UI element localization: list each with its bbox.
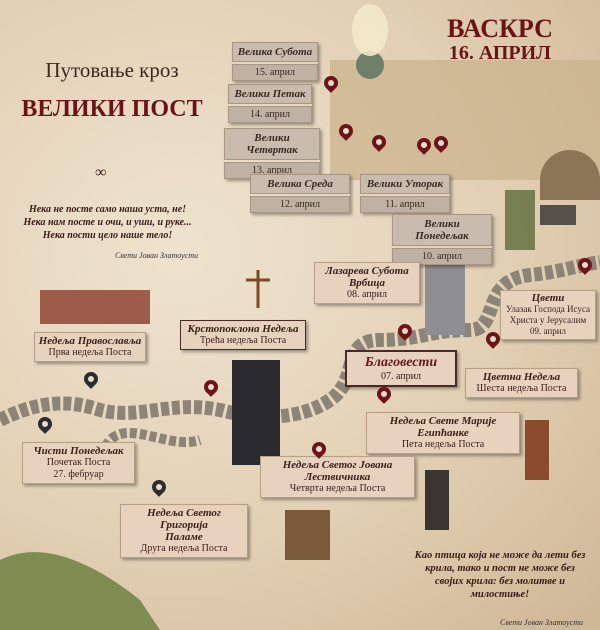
card-date: 15. април — [232, 64, 318, 81]
card-holy-monday: Велики Понедељак 10. април — [392, 214, 492, 265]
card-subtitle: Египћанке — [417, 427, 469, 439]
hills-illustration — [0, 552, 160, 630]
quote-line: крила, тако и пост не може без — [425, 563, 575, 574]
nuns-illustration — [232, 360, 280, 465]
quote-bottom-author: Свети Јован Златоусти — [500, 618, 584, 627]
card-title: Чисти Понедељак — [33, 445, 124, 457]
card-date: 09. април — [530, 326, 566, 336]
card-subtitle: Шеста недеља Поста — [476, 383, 567, 394]
card-title: Недеља Светог Јована — [282, 459, 393, 471]
card-subtitle: Врбица — [348, 277, 386, 289]
card-title: Велика Субота — [232, 42, 318, 62]
card-date: 10. април — [392, 248, 492, 265]
card-holy-wednesday: Велика Среда 12. април — [250, 174, 350, 213]
quote-line: својих крила: без молитве и — [434, 576, 565, 587]
quote-bottom: Као птица која не може да лети без крила… — [400, 549, 600, 601]
card-subtitle: Прва недеља Поста — [48, 347, 132, 358]
card-date: 07. април — [381, 371, 421, 382]
card-title: Велики Четвртак — [224, 128, 320, 160]
card-holy-tuesday: Велики Уторак 11. април — [360, 174, 450, 213]
header-subtitle: Путовање кроз — [45, 58, 179, 82]
card-subtitle: Четврта недеља Поста — [289, 483, 386, 494]
card-title: Недеља Свете Марије — [389, 415, 497, 427]
saint-gregory-illustration — [425, 470, 449, 530]
card-title: Цветна Недеља — [482, 371, 561, 383]
card-title: Велики Уторак — [360, 174, 450, 194]
easter-title: ВАСКРС — [447, 14, 553, 43]
card-date: 08. април — [347, 289, 387, 300]
lazarus-illustration — [425, 265, 465, 335]
card-holy-friday: Велики Петак 14. април — [228, 84, 312, 123]
card-title: Цвети — [531, 292, 565, 304]
easter-date: 16. АПРИЛ — [448, 42, 552, 64]
tree-illustration — [505, 190, 535, 250]
quote-line: Нека пости цело наше тело! — [42, 230, 173, 241]
card-title: Велики Петак — [228, 84, 312, 104]
card-date: 12. април — [250, 196, 350, 213]
card-date: 14. април — [228, 106, 312, 123]
card-subtitle: Лествичника — [304, 471, 371, 483]
card-holy-saturday: Велика Субота 15. април — [232, 42, 318, 81]
quote-line: Нека нам посте и очи, и уши, и руке... — [23, 217, 192, 228]
saints-icon-illustration — [40, 290, 150, 324]
card-subtitle: Паламе — [165, 531, 203, 543]
card-title: Велики Понедељак — [392, 214, 492, 246]
card-line: Улазак Господа Исуса — [505, 304, 590, 314]
card-date: 27. фебруар — [53, 469, 104, 480]
saint-john-illustration — [285, 510, 330, 560]
card-title: Благовести — [364, 355, 438, 370]
card-title: Крстопоклона Недеља — [187, 323, 299, 335]
quote-top-author: Свети Јован Златоусти — [115, 251, 199, 260]
card-title: Лазарева Субота — [325, 265, 409, 277]
card-subtitle: Трећа недеља Поста — [199, 335, 287, 346]
saint-mary-illustration — [525, 420, 549, 480]
quote-line: милостиње! — [470, 589, 530, 600]
card-title: Велика Среда — [250, 174, 350, 194]
card-title: Недеља Светог Григорија — [147, 507, 221, 531]
card-date: 11. април — [360, 196, 450, 213]
card-subtitle: Друга недеља Поста — [140, 543, 228, 554]
header-title: ВЕЛИКИ ПОСТ — [21, 96, 203, 122]
ornament-icon: ∞ — [95, 164, 107, 181]
card-subtitle: Пета недеља Поста — [401, 439, 485, 450]
quote-line: Као птица која не може да лети без — [414, 550, 586, 561]
quote-top: Нека не посте само наша уста, не! Нека н… — [0, 203, 215, 242]
card-line: Христа у Јерусалим — [509, 315, 587, 325]
card-subtitle: Почетак Поста — [46, 457, 111, 468]
card-title: Недеља Православља — [38, 335, 142, 347]
donkey-illustration — [540, 205, 576, 225]
quote-line: Нека не посте само наша уста, не! — [28, 204, 187, 215]
